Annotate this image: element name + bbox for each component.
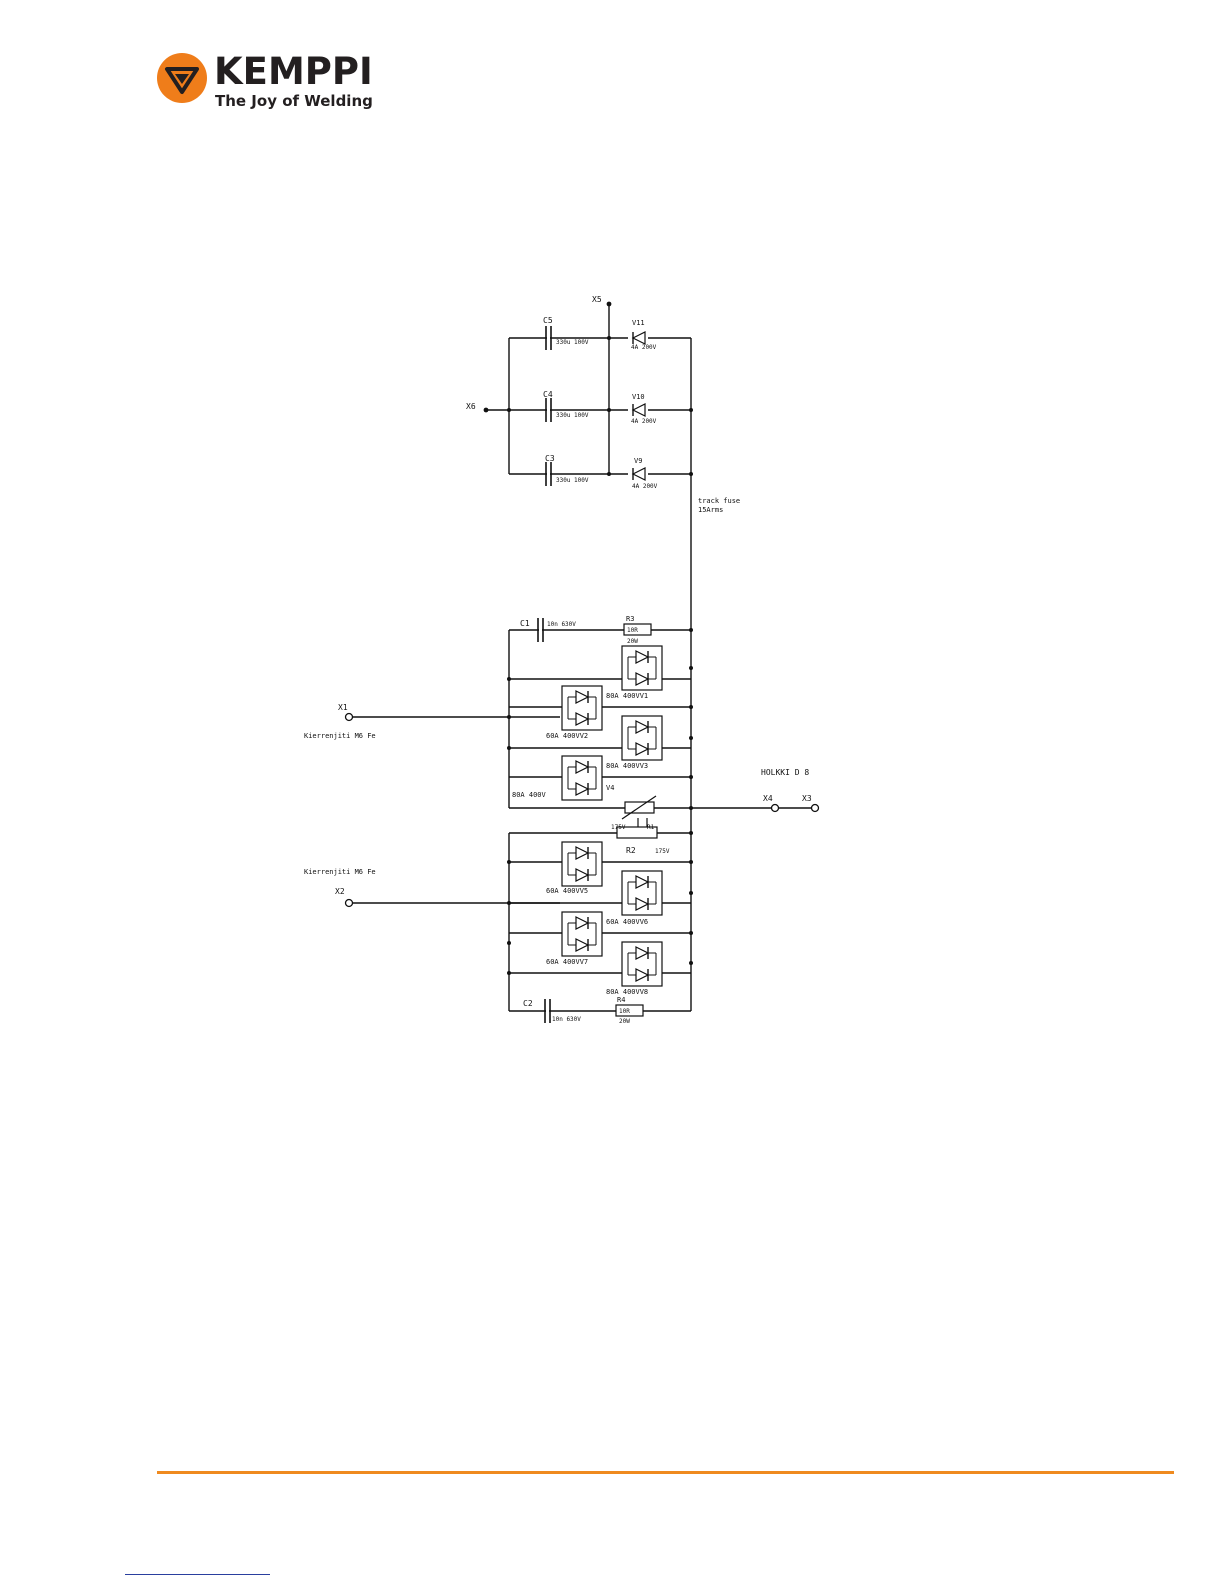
holkki-label: HOLKKI D 8 <box>761 768 809 777</box>
r2-label: R2 <box>626 846 636 855</box>
v9-label: V9 <box>634 457 642 465</box>
v11-label: V11 <box>632 319 645 327</box>
terminal-x1-label: X1 <box>338 703 348 712</box>
c2-value: 10n 630V <box>552 1016 581 1023</box>
c1-label: C1 <box>520 619 530 628</box>
terminal-x6-label: X6 <box>466 402 476 411</box>
fuse-label-line2: 15Arms <box>698 506 723 514</box>
x1-note: Kierrenjiti M6 Fe <box>304 732 376 740</box>
v5-label: 60A 400VV5 <box>546 887 588 895</box>
v10-label: V10 <box>632 393 645 401</box>
kemppi-emblem-icon <box>157 53 207 103</box>
v3-label: 80A 400VV3 <box>606 762 648 770</box>
c3-value: 330u 100V <box>556 477 589 484</box>
kemppi-logo: KEMPPI The Joy of Welding <box>156 50 386 120</box>
c1-value: 10n 630V <box>547 621 576 628</box>
brand-tagline: The Joy of Welding <box>215 92 373 110</box>
r3-value: 10R <box>627 627 638 634</box>
v4-label: V4 <box>606 784 614 792</box>
c5-value: 330u 100V <box>556 339 589 346</box>
terminal-x2-label: X2 <box>335 887 345 896</box>
v6-label: 60A 400VV6 <box>606 918 648 926</box>
r2-right-label: 175V <box>655 848 670 855</box>
c5-label: C5 <box>543 316 553 325</box>
r4-value: 10R <box>619 1008 630 1015</box>
terminal-x4-label: X4 <box>763 794 773 803</box>
v9-value: 4A 200V <box>632 483 658 490</box>
r4-power: 20W <box>619 1018 630 1025</box>
r2-left-label: 175V <box>611 824 626 831</box>
v2-label: 60A 400VV2 <box>546 732 588 740</box>
x2-note: Kierrenjiti M6 Fe <box>304 868 376 876</box>
v7-label: 60A 400VV7 <box>546 958 588 966</box>
v11-value: 4A 200V <box>631 344 657 351</box>
r4-label: R4 <box>617 996 625 1004</box>
terminal-x5-label: X5 <box>592 295 602 304</box>
c3-label: C3 <box>545 454 555 463</box>
footer-divider <box>157 1471 1174 1474</box>
r3-label: R3 <box>626 615 634 623</box>
v1-label: 80A 400VV1 <box>606 692 648 700</box>
terminal-x3-label: X3 <box>802 794 812 803</box>
r1-label: R1 <box>647 824 655 831</box>
r3-power: 20W <box>627 638 638 645</box>
c4-value: 330u 100V <box>556 412 589 419</box>
c4-label: C4 <box>543 390 553 399</box>
brand-name: KEMPPI <box>214 50 373 93</box>
v8-label: 80A 400VV8 <box>606 988 648 996</box>
footer-link-underline <box>125 1574 270 1575</box>
fuse-label-line1: track fuse <box>698 497 740 505</box>
v10-value: 4A 200V <box>631 418 657 425</box>
c2-label: C2 <box>523 999 533 1008</box>
v4-rating-label: 80A 400V <box>512 791 547 799</box>
